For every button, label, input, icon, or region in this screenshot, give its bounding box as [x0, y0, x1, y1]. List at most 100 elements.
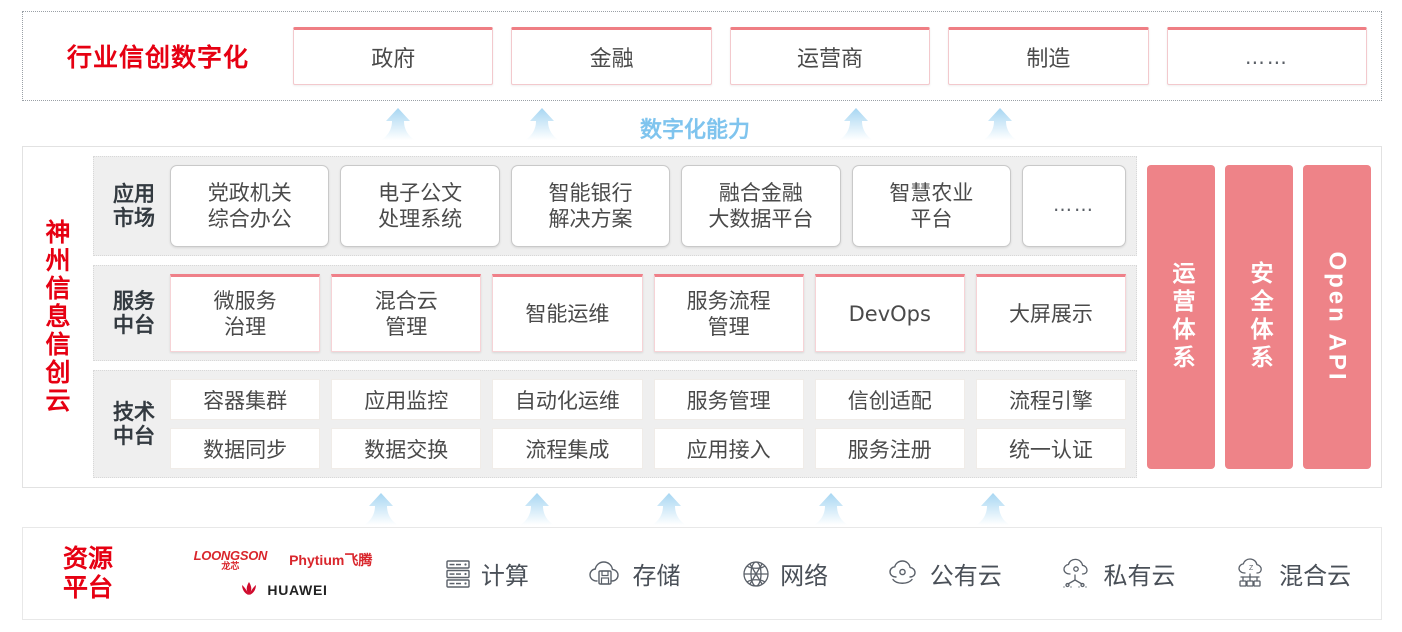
- up-arrow-icon-6: [518, 492, 556, 526]
- row-label-line1: 技术: [113, 399, 155, 424]
- pillar-security-system[interactable]: 安全体系: [1225, 165, 1293, 469]
- svg-text:Z: Z: [1249, 565, 1254, 572]
- technical-platform-grid: 容器集群 应用监控 自动化运维 服务管理 信创适配 流程引擎 数据同步 数据交换…: [170, 379, 1127, 469]
- resource-item-network[interactable]: 网络: [740, 556, 828, 591]
- phytium-logo: Phytium飞腾: [289, 552, 373, 568]
- app-cell-edoc-system[interactable]: 电子公文 处理系统: [340, 165, 500, 248]
- up-arrow-icon-2: [523, 107, 561, 141]
- svc-cell-dashboard[interactable]: 大屏展示: [975, 274, 1127, 353]
- tech-cell-app-monitoring[interactable]: 应用监控: [331, 379, 482, 421]
- cell-line1: 融合金融: [718, 180, 803, 205]
- industry-box-manufacturing[interactable]: 制造: [948, 27, 1149, 85]
- huawei-logo: HUAWEI: [238, 581, 327, 599]
- row-service-platform: 服务 中台 微服务 治理 混合云 管: [93, 265, 1137, 362]
- pillar-open-api[interactable]: Open API: [1303, 165, 1371, 469]
- resource-title-line2: 平台: [62, 572, 113, 602]
- row-label-line1: 应用: [113, 181, 155, 206]
- industry-box-more[interactable]: ……: [1166, 27, 1368, 85]
- cell-line2: 大数据平台: [708, 207, 814, 232]
- cloud-body: 应用 市场 党政机关 综合办公 电子公文: [93, 147, 1381, 487]
- cell-line1: 服务流程: [686, 288, 771, 313]
- tech-cell-process-engine[interactable]: 流程引擎: [975, 379, 1127, 421]
- server-icon: [446, 559, 470, 588]
- cell-line1: 混合云: [374, 288, 438, 313]
- resource-item-compute[interactable]: 计算: [443, 556, 529, 591]
- resource-item-list: 计算 存储: [413, 556, 1381, 591]
- cloud-platform-title: 神 州 信 息 信 创 云: [23, 147, 93, 487]
- industry-band: 行业信创数字化 政府 金融 运营商 制造 ……: [22, 11, 1382, 101]
- cell-line1: DevOps: [848, 301, 931, 326]
- cell-line2: 处理系统: [378, 207, 463, 232]
- app-cell-party-government-office[interactable]: 党政机关 综合办公: [170, 165, 330, 248]
- industry-box-list: 政府 金融 运营商 制造 ……: [293, 27, 1381, 85]
- cloud-title-char-6: 创: [45, 358, 71, 387]
- row-label-line2: 中台: [113, 424, 155, 449]
- industry-box-finance[interactable]: 金融: [511, 27, 712, 85]
- app-cell-more[interactable]: ……: [1022, 165, 1127, 248]
- row-label-service-platform: 服务 中台: [98, 289, 170, 337]
- cell-line2: 管理: [385, 315, 428, 340]
- tech-cell-service-registry[interactable]: 服务注册: [814, 428, 965, 469]
- vendor-row-2: HUAWEI: [238, 581, 327, 599]
- loongson-cn-name: 龙芯: [221, 561, 240, 572]
- tech-cell-data-sync[interactable]: 数据同步: [170, 428, 321, 469]
- industry-box-government[interactable]: 政府: [293, 27, 494, 85]
- app-cell-smart-banking[interactable]: 智能银行 解决方案: [510, 165, 671, 248]
- tech-cell-app-access[interactable]: 应用接入: [653, 428, 804, 469]
- loongson-logo: LOONGSON 龙芯: [194, 549, 268, 572]
- pillar-list: 运营体系 安全体系 Open API: [1147, 156, 1371, 478]
- row-label-technical-platform: 技术 中台: [98, 400, 170, 448]
- up-arrow-icon-1: [379, 107, 417, 141]
- up-arrow-icon-5: [362, 492, 400, 526]
- cell-line2: 解决方案: [548, 207, 633, 232]
- industry-box-carrier[interactable]: 运营商: [729, 27, 931, 85]
- resource-item-private-cloud[interactable]: 私有云: [1061, 556, 1175, 591]
- cloud-storage-icon: [589, 560, 620, 585]
- up-arrow-icon-8: [812, 492, 850, 526]
- resource-item-label: 混合云: [1279, 562, 1352, 590]
- resource-item-label: 私有云: [1103, 562, 1176, 590]
- resource-item-public-cloud[interactable]: 公有云: [888, 556, 1002, 591]
- resource-item-hybrid-cloud[interactable]: Z 混合云: [1235, 556, 1351, 591]
- cloud-title-char-1: 神: [45, 218, 71, 247]
- up-arrow-icon-3: [837, 107, 875, 141]
- technical-row-2: 数据同步 数据交换 流程集成 应用接入 服务注册 统一认证: [170, 428, 1127, 469]
- svc-cell-microservice-governance[interactable]: 微服务 治理: [170, 274, 321, 353]
- cell-line1: 智慧农业: [889, 180, 974, 205]
- app-cell-smart-agriculture[interactable]: 智慧农业 平台: [851, 165, 1012, 248]
- cloud-title-char-5: 信: [45, 330, 71, 359]
- resource-item-label: 存储: [632, 562, 681, 590]
- svc-cell-service-process-mgmt[interactable]: 服务流程 管理: [653, 274, 804, 353]
- resource-item-label: 计算: [480, 562, 529, 590]
- pillar-label: 安全体系: [1246, 261, 1272, 373]
- tech-cell-automated-ops[interactable]: 自动化运维: [492, 379, 643, 421]
- svc-cell-hybrid-cloud-mgmt[interactable]: 混合云 管理: [331, 274, 482, 353]
- pillar-operations-system[interactable]: 运营体系: [1147, 165, 1215, 469]
- resource-item-storage[interactable]: 存储: [588, 556, 680, 591]
- svc-cell-devops[interactable]: DevOps: [814, 274, 965, 353]
- tech-cell-xinchuang-adaptation[interactable]: 信创适配: [814, 379, 965, 421]
- application-market-cells: 党政机关 综合办公 电子公文 处理系统 智能银行: [170, 165, 1127, 248]
- network-globe-icon: [743, 560, 769, 587]
- svc-cell-intelligent-ops[interactable]: 智能运维: [492, 274, 643, 353]
- cell-line1: 大屏展示: [1008, 301, 1093, 326]
- tech-cell-service-mgmt[interactable]: 服务管理: [653, 379, 804, 421]
- resource-item-label: 公有云: [929, 562, 1002, 590]
- tech-cell-process-integration[interactable]: 流程集成: [492, 428, 643, 469]
- cell-line2: 管理: [707, 315, 750, 340]
- row-technical-platform: 技术 中台 容器集群 应用监控 自动化运维 服务管理 信创适配 流程引擎: [93, 370, 1137, 478]
- tech-cell-container-cluster[interactable]: 容器集群: [170, 379, 321, 421]
- cloud-rows: 应用 市场 党政机关 综合办公 电子公文: [93, 156, 1137, 478]
- cell-line2: 综合办公: [207, 207, 292, 232]
- hybrid-cloud-icon: Z: [1238, 557, 1262, 587]
- up-arrow-icon-9: [974, 492, 1012, 526]
- resource-title-line1: 资源: [62, 543, 113, 573]
- tech-cell-unified-auth[interactable]: 统一认证: [975, 428, 1127, 469]
- row-label-application-market: 应用 市场: [98, 182, 170, 230]
- pillar-label: 运营体系: [1168, 261, 1194, 373]
- private-cloud-icon: [1063, 558, 1089, 588]
- app-cell-finance-bigdata[interactable]: 融合金融 大数据平台: [681, 165, 841, 248]
- tech-cell-data-exchange[interactable]: 数据交换: [331, 428, 482, 469]
- vendor-logo-group: LOONGSON 龙芯 Phytium飞腾 HUAWEI: [153, 549, 413, 599]
